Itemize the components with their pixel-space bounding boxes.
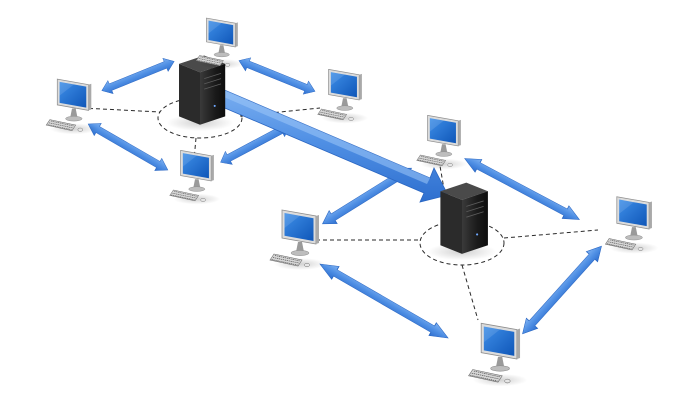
- arrow-left-bottom: [84, 117, 172, 177]
- ws-left-bottom: [169, 149, 221, 205]
- arrow-left-top: [98, 54, 178, 98]
- arrow-left-topright: [236, 53, 318, 99]
- desktop-computer-icon: [195, 17, 245, 70]
- arrow-right-bottom: [516, 240, 608, 340]
- desktop-computer-icon: [317, 68, 369, 124]
- desktop-computer-icon: [468, 322, 528, 387]
- ws-left-top: [195, 17, 245, 70]
- desktop-computer-icon: [45, 78, 99, 135]
- ws-left-topright: [317, 68, 369, 124]
- ws-right-bottom: [468, 322, 528, 387]
- ws-left-left: [45, 78, 99, 135]
- desktop-computer-icon: [169, 149, 221, 205]
- arrow-right-left: [315, 257, 453, 345]
- server-to-server-arrow: [195, 82, 449, 203]
- ws-right-left: [269, 209, 327, 271]
- desktop-computer-icon: [269, 209, 327, 271]
- desktop-computer-icon: [416, 114, 468, 170]
- ws-right-top: [416, 114, 468, 170]
- desktop-computer-icon: [604, 196, 660, 255]
- ws-right-right: [604, 196, 660, 255]
